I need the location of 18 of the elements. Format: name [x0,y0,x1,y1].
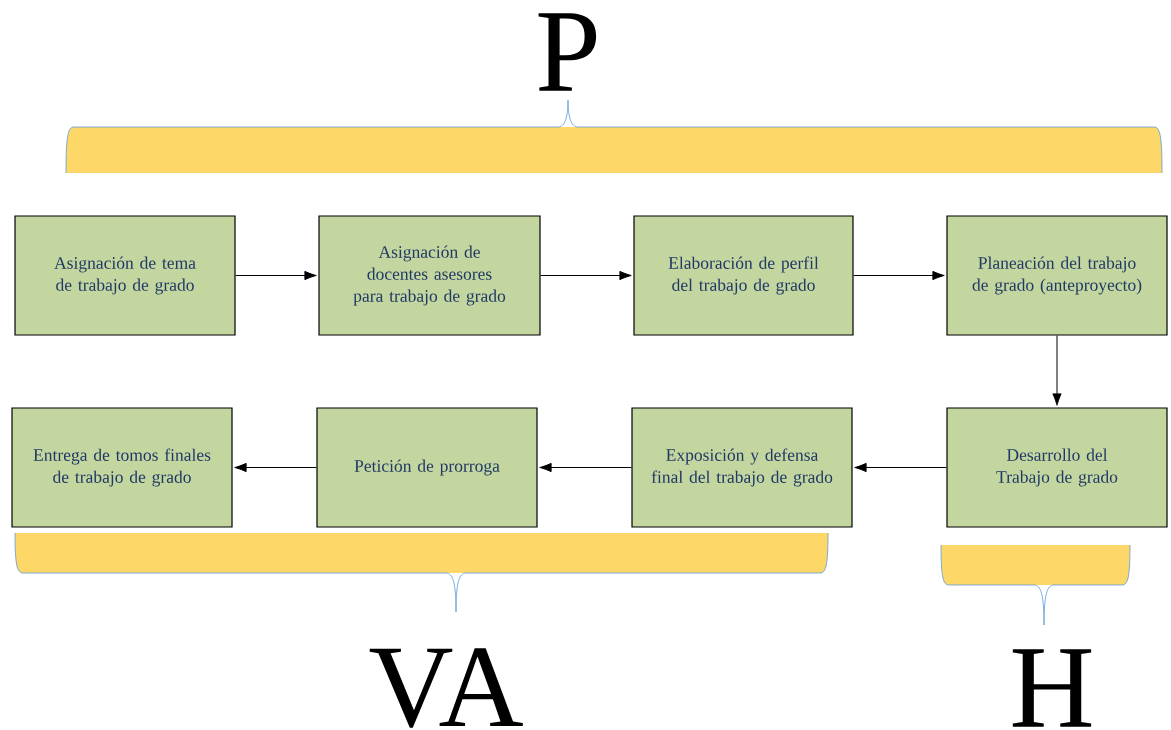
arrow [235,270,317,281]
process-box: Elaboración de perfil del trabajo de grado [633,215,854,336]
process-box: Asignación de docentes asesores para trabajo de grado [318,215,541,336]
phase-letter: P [538,13,597,91]
arrow [853,270,945,281]
phase-letter: H [1012,649,1092,727]
process-box: Asignación de tema de trabajo de grado [14,215,236,336]
process-box: Desarrollo del Trabajo de grado [946,407,1168,528]
arrow [234,462,317,473]
arrow [539,462,632,473]
process-box: Exposición y defensa final del trabajo de grado [631,407,853,528]
process-box: Planeación del trabajo de grado (anteproyecto) [946,215,1168,336]
phase-letter: VA [369,648,523,728]
arrow [1052,335,1062,406]
process-box: Petición de prorroga [316,407,538,528]
process-box: Entrega de tomos finales de trabajo de grado [11,407,233,528]
arrow [540,270,632,281]
arrow [854,462,947,473]
